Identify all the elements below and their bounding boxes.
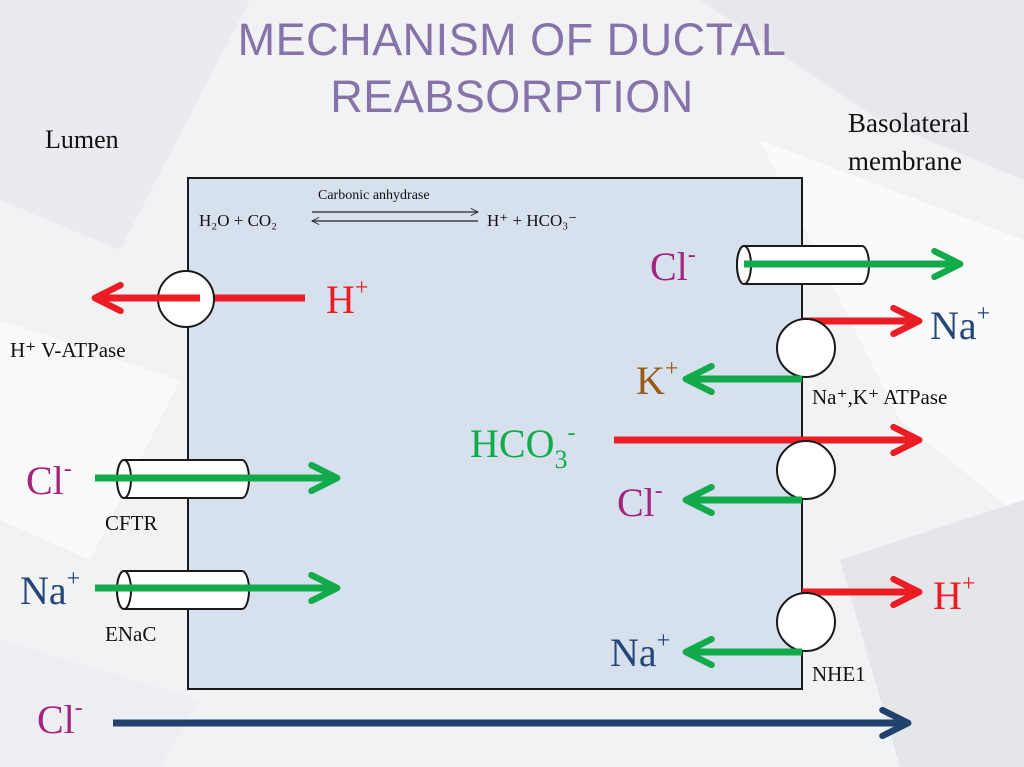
- k-ion-label: K+: [636, 356, 678, 403]
- na-k-atpase-pump: [776, 318, 836, 378]
- enac-label: ENaC: [105, 622, 156, 646]
- na-ion-label-atpase: Na+: [930, 301, 990, 348]
- h-ion-label: H+: [326, 275, 368, 322]
- basolateral-label-line-1: Basolateral: [848, 108, 969, 138]
- h-ion-label-nhe1: H+: [933, 571, 975, 618]
- nhe1-exchanger: [776, 592, 836, 652]
- nhe1-label: NHE1: [812, 662, 866, 686]
- na-k-atpase-label: Na⁺,K⁺ ATPase: [812, 385, 947, 409]
- cftr-label: CFTR: [105, 511, 158, 535]
- hco3-ion-label: HCO3-: [470, 420, 575, 474]
- title-line-1: MECHANISM OF DUCTAL: [237, 14, 787, 65]
- carbonic-anhydrase-label: Carbonic anhydrase: [318, 188, 430, 203]
- cl-ion-label-basolateral: Cl-: [650, 242, 696, 289]
- cl-hco3-exchanger: [776, 440, 836, 500]
- reaction-reactants: H₂O + CO₂: [199, 211, 277, 230]
- h-vatpase-label: H⁺ V-ATPase: [10, 338, 126, 362]
- cell-body: [187, 177, 803, 690]
- cl-ion-label-apical: Cl-: [26, 456, 72, 503]
- lumen-label: Lumen: [45, 125, 119, 154]
- na-ion-label-nhe1: Na+: [610, 628, 670, 675]
- cl-ion-label-exchanger: Cl-: [617, 478, 663, 525]
- title-line-2: REABSORPTION: [330, 71, 694, 122]
- basolateral-label-line-2: membrane: [848, 146, 962, 176]
- reaction-products: H⁺ + HCO₃⁻: [487, 211, 577, 230]
- cl-ion-label-paracellular: Cl-: [37, 695, 83, 742]
- na-ion-label-apical: Na+: [20, 566, 80, 613]
